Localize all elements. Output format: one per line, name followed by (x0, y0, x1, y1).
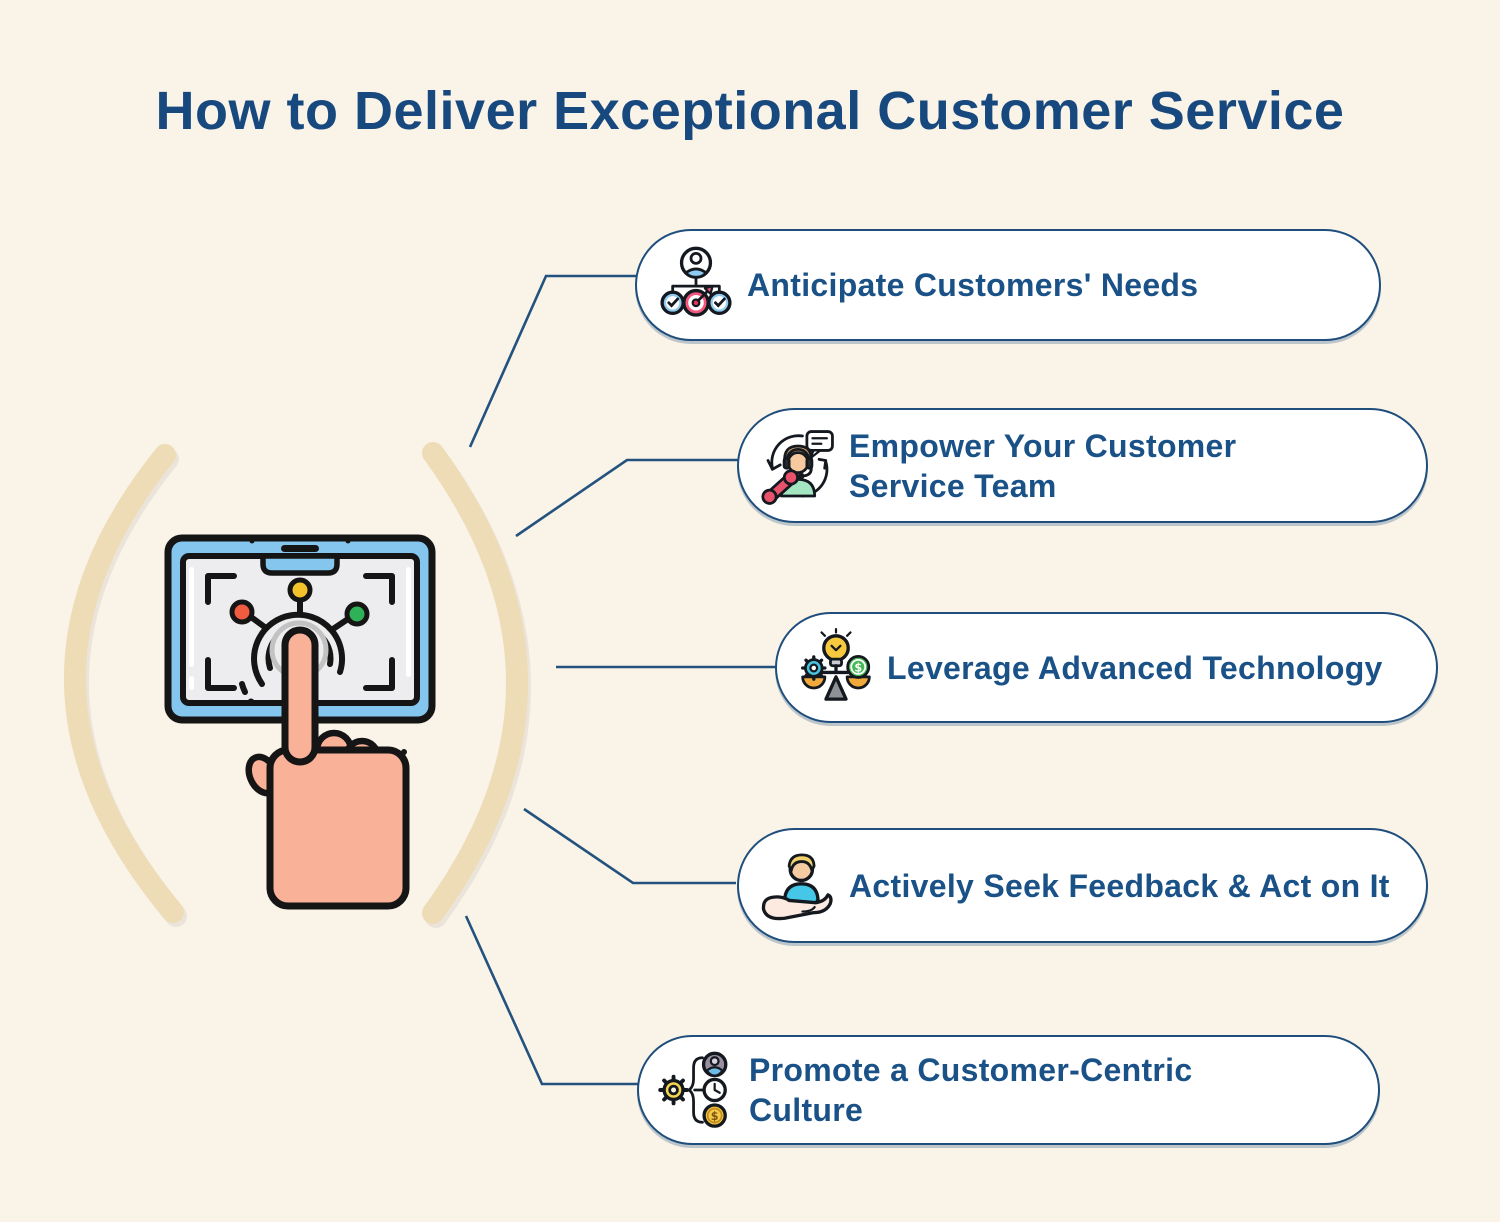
knuckle (342, 737, 382, 777)
right-arc-shadow (425, 446, 531, 928)
connector-2 (515, 458, 738, 538)
tablet-frame (164, 534, 436, 724)
left-arc (64, 444, 184, 923)
connector-4 (523, 807, 736, 885)
hub-spokes (248, 597, 351, 632)
connector-lines (464, 274, 776, 1086)
step-empower-team: Empower Your Customer Service Team (737, 408, 1428, 523)
hand-holding-customer-icon (755, 846, 841, 926)
wrist-dot (401, 749, 407, 755)
step-label: Leverage Advanced Technology (887, 649, 1383, 686)
yellow-node (287, 577, 313, 603)
tablet-speaker (281, 545, 319, 552)
page-title: How to Deliver Exceptional Customer Serv… (155, 81, 1345, 141)
screen-shine (406, 567, 411, 677)
left-arc-shadow (67, 448, 187, 927)
red-node (229, 599, 255, 625)
connector-5 (464, 915, 638, 1086)
step-customer-centric-culture: $ Promote a Customer-Centric Culture (637, 1035, 1380, 1145)
knuckle (369, 746, 407, 784)
touch-inner-arc (265, 624, 334, 671)
step-label: Anticipate Customers' Needs (747, 267, 1199, 303)
knuckle (313, 729, 355, 771)
green-node (344, 601, 370, 627)
step-leverage-technology: $ Leverage Advanced Technology (775, 612, 1438, 723)
right-arc (422, 442, 528, 924)
step-label: Promote a Customer-Centric Culture (749, 1052, 1193, 1128)
tablet-screen (180, 553, 420, 706)
frame-dot (249, 538, 255, 544)
step-anticipate-needs: Anticipate Customers' Needs (635, 229, 1381, 341)
palm-wrist (266, 746, 410, 910)
step-label: Empower Your Customer Service Team (849, 427, 1237, 504)
org-chart-target-icon (653, 245, 739, 325)
index-finger (281, 626, 319, 766)
step-seek-feedback: Actively Seek Feedback & Act on It (737, 828, 1428, 943)
dollar-glyph: $ (711, 1110, 719, 1123)
touch-arc-dash (239, 681, 248, 695)
touch-arc-dot (247, 698, 255, 706)
viewfinder-brackets (205, 573, 395, 691)
fingertip-halo (269, 620, 329, 680)
thumb (245, 753, 281, 797)
step-label: Actively Seek Feedback & Act on It (849, 867, 1390, 904)
touch-outer-arc (251, 611, 345, 687)
frame-dot (345, 538, 351, 544)
connector-1 (468, 274, 636, 448)
gear-values-icon: $ (655, 1050, 741, 1130)
screen-shine (189, 676, 194, 690)
screen-shine (189, 567, 194, 667)
dollar-glyph: $ (854, 661, 862, 674)
tablet-notch (260, 553, 340, 576)
touch-hand (245, 620, 410, 910)
tablet-touch-illustration (164, 534, 436, 910)
support-agent-icon (755, 426, 841, 506)
tech-balance-scale-icon: $ (793, 627, 879, 708)
